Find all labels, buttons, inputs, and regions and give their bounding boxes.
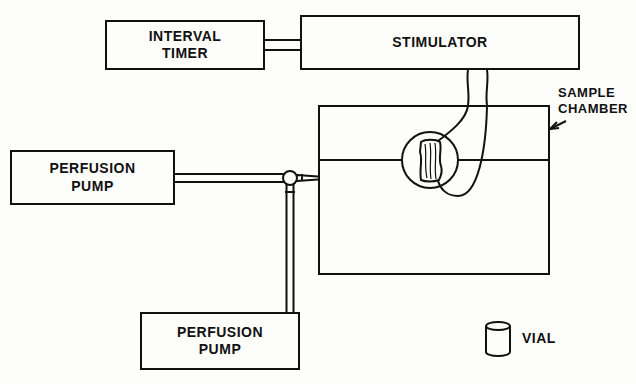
vial-rim bbox=[486, 322, 510, 330]
chamber-divider bbox=[319, 159, 402, 161]
tissue-fibers bbox=[425, 143, 436, 179]
box-label: PERFUSION PUMP bbox=[170, 324, 270, 359]
leader-arrowhead bbox=[550, 122, 559, 129]
electrode-wire bbox=[438, 106, 487, 196]
box-label: PERFUSION PUMP bbox=[43, 160, 143, 195]
box-label: INTERVAL TIMER bbox=[140, 28, 230, 63]
device-box: PERFUSION PUMP bbox=[10, 150, 175, 205]
vial-label: VIAL bbox=[522, 330, 556, 346]
device-box: PERFUSION PUMP bbox=[140, 312, 300, 370]
device-box: INTERVAL TIMER bbox=[105, 20, 265, 70]
chamber-heading: SAMPLE CHAMBER bbox=[558, 85, 630, 118]
stimulus-wire bbox=[467, 70, 487, 105]
sample-well bbox=[402, 132, 458, 188]
perfusion-tube bbox=[285, 184, 295, 312]
chamber-divider bbox=[458, 159, 549, 161]
electrode-wire bbox=[438, 106, 468, 141]
sample-chamber: SAMPLE CHAMBER bbox=[318, 105, 550, 275]
tissue-sample bbox=[420, 140, 442, 182]
signal-wire bbox=[265, 40, 300, 50]
box-label: STIMULATOR bbox=[392, 34, 487, 52]
perfusion-tube bbox=[175, 171, 318, 185]
leader-line bbox=[550, 121, 566, 129]
device-box: STIMULATOR bbox=[300, 15, 580, 70]
